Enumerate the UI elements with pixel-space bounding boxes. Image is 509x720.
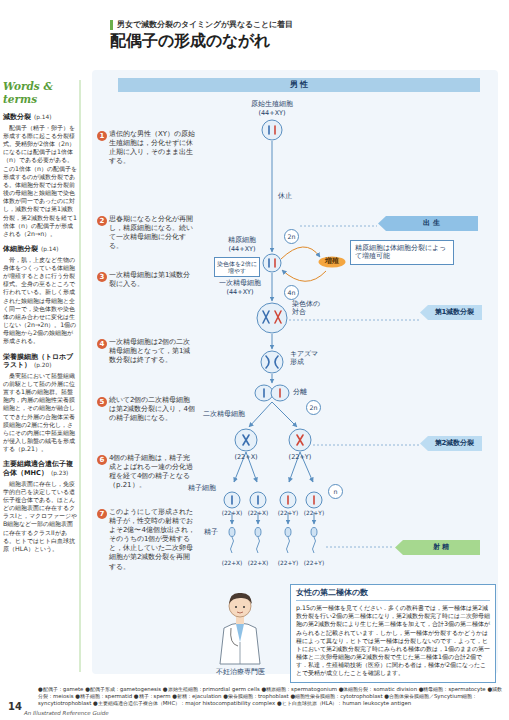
process-oval: 増殖 — [318, 256, 346, 268]
cell-label: 原始生殖細胞 — [240, 100, 304, 108]
karyotype: (22+Y) — [274, 560, 302, 568]
step-text: 遺伝的な男性（XY）の原始生殖細胞は，分化せずに休止期に入り，そのまま出生する。 — [109, 130, 197, 166]
cell-label: 一次精母細胞 — [212, 279, 268, 287]
step-number: 1 — [97, 131, 107, 141]
term-definition: 細胞表面に存在し，免疫学的自己を決定している遺伝子複合体である。ほとんどの細胞表… — [3, 480, 77, 554]
step-text: 続いて2個の二次精母細胞は第2減数分裂に入り，4個の精子細胞になる。 — [109, 396, 197, 423]
step-text: 4個の精子細胞は，精子完成とよばれる一連の分化過程を経て4個の精子となる（p.2… — [109, 454, 197, 490]
karyotype: (22+X) — [227, 453, 265, 461]
sidebar: Words & terms減数分裂(p.14)配偶子（精子・卵子）を形成する際に… — [3, 80, 77, 560]
guide-lines — [289, 226, 419, 547]
karyotype: (22+Y) — [300, 560, 328, 568]
cells — [224, 120, 322, 508]
doctor-illustration — [220, 593, 260, 664]
page-ref: (p.14) — [34, 114, 51, 120]
term-definition: 桑実胚において胚盤組織の前駆として胚の外層に位置する1層の細胞群。胚盤胞内，内層… — [3, 372, 77, 454]
stage-arrow: 出 生 — [378, 216, 478, 230]
node-text: 女性の第二極体の数 — [296, 588, 490, 601]
step-number: 3 — [97, 272, 107, 282]
step-text: 一次精母細胞は2個の二次精母細胞となって，第1減数分裂は終了する。 — [109, 338, 197, 365]
note-box: 染色体を2倍に増やす — [214, 257, 260, 277]
node-text: 染色体を2倍に増やす — [217, 260, 257, 274]
cell-label: 精原細胞 — [218, 236, 266, 244]
sidebar-rule — [80, 80, 81, 672]
page-ref: (p.14) — [41, 246, 58, 252]
term-definition: 配偶子（精子・卵子）を形成する際に起こる分裂様式。受精卵が2倍体（2n）になるに… — [3, 124, 77, 238]
glossary-footer: ●配偶子：gamete ●配偶子形成：gametogenesis ●原始生殖細胞… — [38, 686, 505, 706]
phase-label: 染色体の対合 — [292, 300, 326, 317]
sidebar-heading: Words & terms — [3, 80, 77, 105]
step-number: 4 — [97, 339, 107, 349]
node-text: 射 精 — [406, 543, 476, 551]
cell-label: 二次精母細胞 — [198, 410, 250, 418]
node-text: 増殖 — [321, 258, 343, 266]
phase-label: キアズマ形成 — [290, 350, 324, 367]
karyotype: (22+X) — [218, 560, 246, 568]
term-heading: 体細胞分裂 — [3, 245, 38, 253]
running-title: An Illustrated Reference Guide — [24, 710, 109, 717]
karyotype: (44+XY) — [240, 109, 304, 117]
stage-arrow: 射 精 — [395, 540, 480, 554]
ploidy-mark: 4n — [284, 285, 299, 300]
footer: ●配偶子：gamete ●配偶子形成：gametogenesis ●原始生殖細胞… — [38, 686, 505, 706]
section-band: 男 性 — [118, 78, 480, 92]
cell-label: 精子 — [204, 528, 226, 536]
ploidy-mark: n — [328, 484, 343, 499]
step-text: 思春期になると分化が再開し，精原細胞になる。続いて一次精母細胞に分化する。 — [109, 215, 197, 251]
term-heading: 減数分裂 — [3, 113, 31, 121]
ploidy-mark: 2n — [306, 400, 321, 415]
stage-arrow: 第1減数分裂 — [420, 305, 482, 319]
step-text: このようにして形成された精子が，性交時の射精でおよそ2億〜4億個放出され，そのう… — [109, 508, 197, 572]
karyotype: (44+XY) — [212, 288, 268, 296]
karyotype: (22+X) — [244, 510, 272, 518]
page-title: 配偶子の形成のながれ — [110, 31, 270, 52]
sperm — [229, 528, 317, 554]
stage-arrow: 第2減数分裂 — [420, 436, 482, 450]
node-text: 第2減数分裂 — [431, 439, 478, 447]
figure-caption: 不妊治療専門医 — [204, 668, 276, 676]
node-text: p.15の第一極体を見てください．多くの教科書では，第一極体は第2減数分裂を行い… — [296, 604, 490, 678]
phase-label: 分離 — [293, 388, 315, 396]
page-ref: (p.20) — [34, 362, 51, 368]
node-text: 精原細胞は体細胞分裂によって増殖可能 — [355, 244, 449, 261]
node-text: 出 生 — [389, 219, 474, 227]
cell-label: 精子細胞 — [188, 484, 222, 492]
step-number: 2 — [97, 216, 107, 226]
ploidy-mark: 2n — [284, 229, 299, 244]
page-number: 14 — [8, 700, 22, 713]
karyotype: (22+Y) — [300, 510, 328, 518]
page-ref: (p.23) — [51, 470, 68, 476]
karyotype: (44+XY) — [218, 245, 266, 253]
karyotype: (22+Y) — [281, 453, 319, 461]
header-note: 男女で減数分裂のタイミングが異なることに着目 — [110, 20, 497, 30]
step-text: 一次精母細胞は第1減数分裂に入る。 — [109, 271, 197, 289]
term-definition: 骨，肌，上皮など生物の身体をつくっている体細胞が増殖するときに行う分裂様式。全身… — [3, 256, 77, 346]
callout-box: 精原細胞は体細胞分裂によって増殖可能 — [350, 240, 454, 265]
phase-label: 休止 — [278, 192, 302, 200]
step-number: 7 — [97, 509, 107, 519]
node-text: 男 性 — [118, 78, 480, 92]
karyotype: (22+X) — [218, 510, 246, 518]
step-number: 6 — [97, 455, 107, 465]
info-box: 女性の第二極体の数 p.15の第一極体を見てください．多くの教科書では，第一極体は… — [290, 584, 496, 683]
step-number: 5 — [97, 397, 107, 407]
flow-arrows — [232, 141, 326, 524]
karyotype: (22+X) — [244, 560, 272, 568]
node-text: 第1減数分裂 — [431, 308, 478, 316]
karyotype: (22+Y) — [274, 510, 302, 518]
